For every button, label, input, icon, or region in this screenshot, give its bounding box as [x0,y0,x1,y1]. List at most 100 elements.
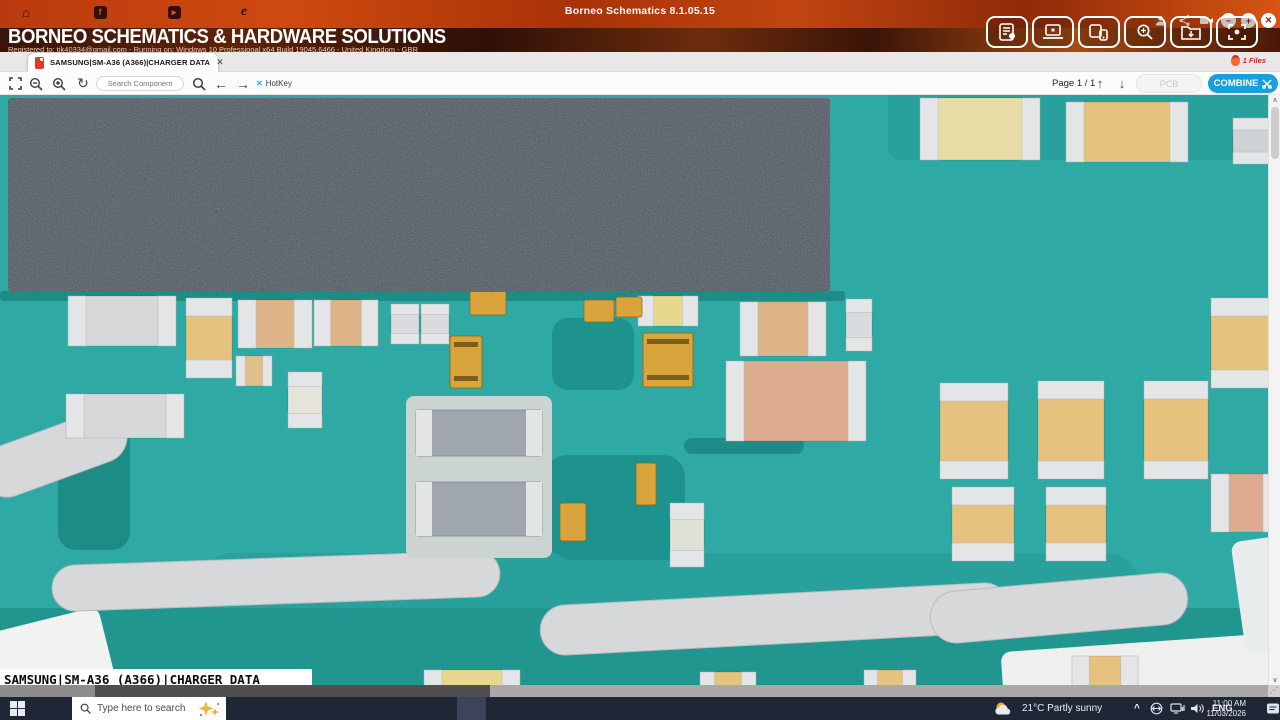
capacitor [287,371,323,429]
laptop-icon[interactable] [1032,16,1074,48]
refresh-button[interactable]: ↻ [77,75,89,91]
board-edge-zone [0,608,117,685]
capacitor [699,671,757,685]
resistor [415,481,543,537]
resistor [415,409,543,457]
capacitor [951,486,1015,562]
capacitor [237,299,313,349]
hotkey-toggle[interactable]: ✕ HotKey [256,79,292,88]
hotkey-x-icon: ✕ [256,79,263,88]
forward-button[interactable]: → [236,75,250,92]
clock[interactable]: 11:00 AM 11/03/2026 [1200,699,1246,718]
weather-text[interactable]: 21°C Partly sunny [1022,703,1103,714]
capacitor [637,295,699,327]
search-icon[interactable] [190,72,208,95]
status-strip: SAMSUNG|SM-A36 (A366)|CHARGER DATA [0,669,312,690]
scroll-down-icon[interactable]: ∨ [1272,677,1278,684]
board-edge-zone [1001,632,1280,685]
capacitor [1065,101,1189,163]
tab-strip: SAMSUNG|SM-A36 (A366)|CHARGER DATA ✕ 1 F… [0,52,1280,72]
close-icon[interactable]: ✕ [1261,13,1276,28]
capacitor [235,355,273,387]
date-text: 11/03/2026 [1206,708,1246,718]
notification-icon[interactable] [1266,697,1280,720]
toolbar: ↻ ← → ✕ HotKey Page 1 / 1 ↑ ↓ PCB COMBIN… [0,72,1280,95]
capacitor [185,297,233,379]
flame-icon [1230,55,1240,66]
share-icon[interactable] [1177,13,1192,28]
solder-strip [929,572,1189,644]
board-edge-zone [1231,535,1280,653]
teamviewer-tray-icon[interactable] [1150,697,1163,720]
notes-icon[interactable] [986,16,1028,48]
search-icon [80,703,91,714]
document-icon [35,56,44,69]
capacitor [919,97,1041,161]
capacitor [669,502,705,568]
taskbar: Type here to search 21°C Partly sunny ^ … [0,697,1280,720]
capacitor [313,299,379,347]
facebook-icon[interactable]: f [90,3,110,21]
pcb-canvas[interactable] [0,95,1280,685]
scroll-up-icon[interactable]: ∧ [1272,97,1278,104]
combine-button[interactable]: COMBINE [1208,74,1278,93]
capacitor [863,669,917,685]
pcb-copper-patch [556,498,680,560]
hscroll-thumb[interactable] [95,685,490,697]
home-icon[interactable]: ⌂ [22,4,30,20]
gold-pad [635,462,657,506]
tray-chevron[interactable]: ^ [1134,703,1140,714]
active-app-highlight [457,697,486,720]
zoom-out-button[interactable] [27,72,45,95]
capacitor [67,295,177,347]
device-transfer-icon[interactable] [1078,16,1120,48]
capacitor [1045,486,1107,562]
pcb-button[interactable]: PCB [1136,74,1202,93]
capacitor [1143,380,1209,480]
expand-icon[interactable] [1216,16,1258,48]
volume-tray-icon[interactable] [1190,697,1205,720]
gold-chip [642,332,694,388]
weather-icon[interactable] [992,697,1014,720]
copilot-sparkle-icon[interactable] [196,699,222,718]
horizontal-scrollbar[interactable]: ⋰ [0,685,1280,697]
time-text: 11:00 AM [1212,699,1246,708]
vertical-scrollbar[interactable]: ∧ ∨ [1268,95,1280,685]
network-tray-icon[interactable] [1170,697,1185,720]
capacitor [1232,117,1270,165]
capacitor [725,360,867,442]
capacitor [1071,655,1139,685]
page-indicator: Page 1 / 1 [1052,78,1096,89]
youtube-icon[interactable]: ▸ [164,3,184,21]
search-zoom-icon[interactable] [1124,16,1166,48]
tab-label: SAMSUNG|SM-A36 (A366)|CHARGER DATA [50,58,211,67]
files-badge[interactable]: 1 Files [1230,55,1266,66]
search-component-input[interactable] [96,76,184,91]
rf-shield [8,98,830,292]
tab-close-icon[interactable]: ✕ [216,57,224,67]
zoom-in-button[interactable] [50,72,68,95]
banner-heading: BORNEO SCHEMATICS & HARDWARE SOLUTIONS [8,26,446,48]
back-button[interactable]: ← [214,75,228,92]
capacitor [423,669,521,685]
language-indicator[interactable]: ENG [1212,703,1233,714]
pcb-copper-patch [684,438,804,454]
start-button[interactable] [10,701,25,716]
capacitor [420,303,450,345]
page-down-button[interactable]: ↓ [1118,76,1126,91]
capacitor [1037,380,1105,480]
taskbar-search[interactable]: Type here to search [72,697,226,720]
capacitor [65,393,185,439]
pcb-copper-patch [552,318,634,390]
scissors-icon [1262,79,1273,89]
fit-screen-button[interactable] [6,72,24,95]
registration-text: Registered to: tik40334@gmail.com - Runn… [8,45,418,54]
capacitor [739,301,827,357]
capacitor [845,298,873,352]
folder-download-icon[interactable] [1170,16,1212,48]
page-up-button[interactable]: ↑ [1096,76,1104,91]
explorer-icon[interactable]: e [240,4,248,19]
tab-charger-data[interactable]: SAMSUNG|SM-A36 (A366)|CHARGER DATA ✕ [28,53,224,72]
vscroll-thumb[interactable] [1271,107,1279,159]
